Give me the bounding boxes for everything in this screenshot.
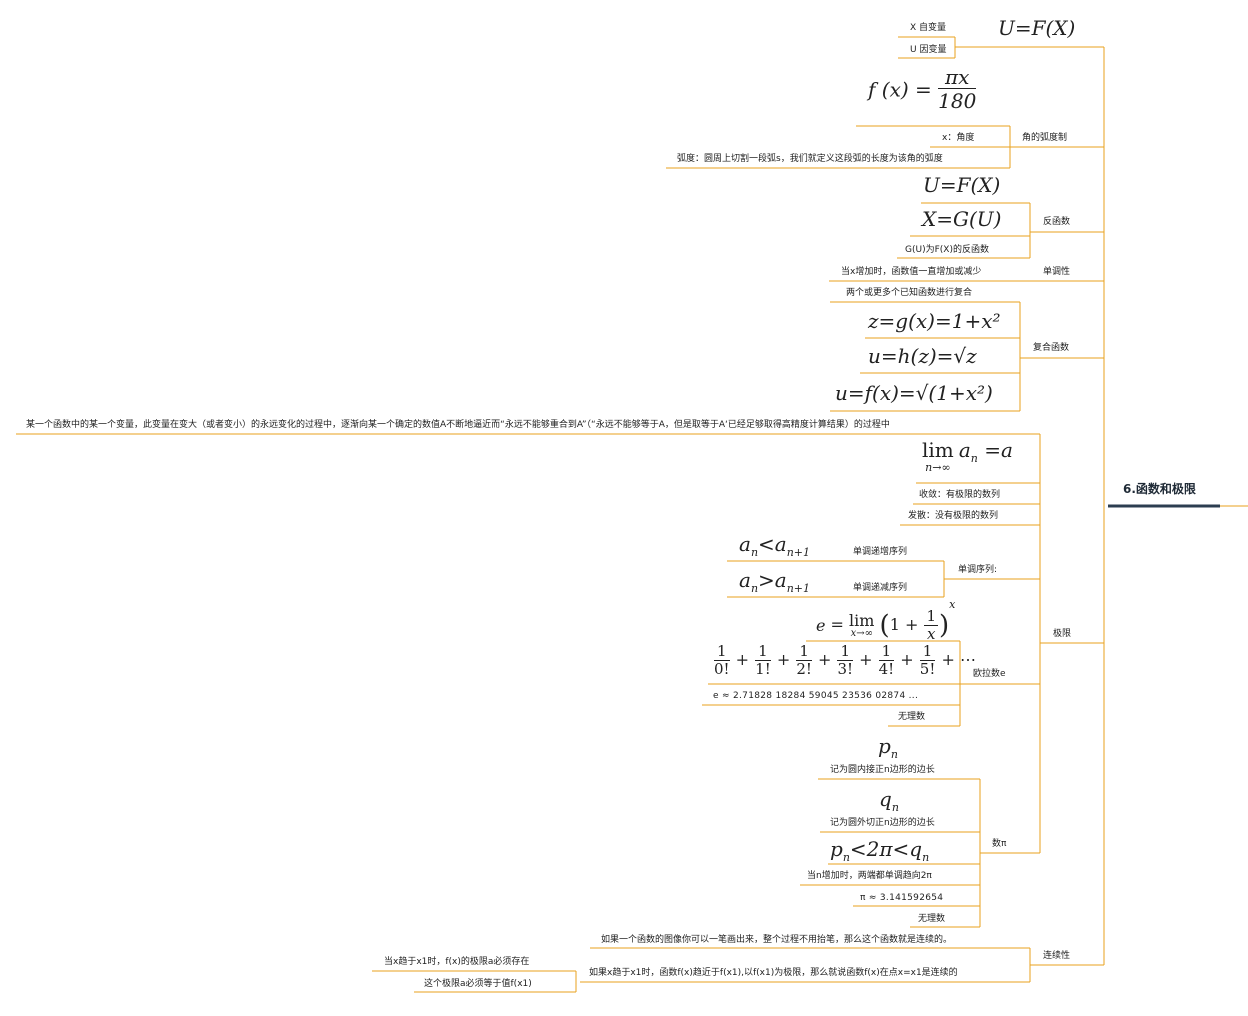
increasing-seq-label[interactable]: 单调递增序列 — [853, 547, 908, 557]
inverse-note[interactable]: G(U)为F(X)的反函数 — [905, 245, 989, 255]
limit-label[interactable]: 极限 — [1053, 629, 1072, 639]
pi-inequality: pn<2π<qn — [830, 837, 930, 864]
pi-pn: pn — [878, 734, 898, 761]
composite-formula-2: u=h(z)=√z — [868, 344, 977, 368]
pi-qn-note[interactable]: 记为圆外切正n边形的边长 — [830, 818, 935, 828]
composite-formula-1: z=g(x)=1+x² — [868, 309, 1001, 333]
composite-note[interactable]: 两个或更多个已知函数进行复合 — [846, 288, 973, 298]
decreasing-seq-label[interactable]: 单调递减序列 — [853, 583, 908, 593]
convergent-note[interactable]: 收敛：有极限的数列 — [919, 490, 1001, 500]
radian-x-note[interactable]: x：角度 — [942, 133, 975, 143]
continuity-label[interactable]: 连续性 — [1043, 951, 1071, 961]
root-topic[interactable]: 6.函数和极限 — [1123, 482, 1196, 496]
euler-value[interactable]: e ≈ 2.71828 18284 59045 23536 02874 ... — [713, 691, 919, 701]
monotone-seq-label[interactable]: 单调序列: — [958, 565, 998, 575]
inverse-formula-1: U=F(X) — [923, 173, 1001, 197]
u-variable-label[interactable]: U 因变量 — [910, 45, 947, 55]
radian-arc-note[interactable]: 弧度：圆周上切割一段弧s，我们就定义这段弧的长度为该角的弧度 — [677, 154, 943, 164]
radian-formula-lhs: f (x) = — [868, 77, 932, 102]
pi-label[interactable]: 数π — [992, 839, 1007, 849]
limit-formula: lim n→∞ an =a — [922, 438, 1013, 474]
continuity-cond-1[interactable]: 当x趋于x1时，f(x)的极限a必须存在 — [384, 957, 530, 967]
continuity-cond-2[interactable]: 这个极限a必须等于值f(x1) — [424, 979, 532, 989]
pi-irrational[interactable]: 无理数 — [918, 914, 946, 924]
euler-label[interactable]: 欧拉数e — [973, 669, 1006, 679]
inverse-label[interactable]: 反函数 — [1043, 217, 1071, 227]
composite-label[interactable]: 复合函数 — [1033, 343, 1070, 353]
increasing-seq-formula: an<an+1 — [739, 532, 811, 559]
continuity-note-1[interactable]: 如果一个函数的图像你可以一笔画出来，整个过程不用抬笔，那么这个函数就是连续的。 — [601, 935, 953, 945]
x-variable-label[interactable]: X 自变量 — [910, 23, 947, 33]
pi-value[interactable]: π ≈ 3.141592654 — [860, 893, 944, 903]
radian-label[interactable]: 角的弧度制 — [1022, 133, 1068, 143]
mapping-formula: U=F(X) — [998, 16, 1076, 40]
radian-denominator: 180 — [938, 89, 977, 113]
radian-numerator: πx — [938, 66, 977, 89]
composite-formula-3: u=f(x)=√(1+x²) — [835, 381, 993, 405]
decreasing-seq-formula: an>an+1 — [739, 568, 811, 595]
pi-pn-note[interactable]: 记为圆内接正n边形的边长 — [830, 765, 935, 775]
limit-definition[interactable]: 某一个函数中的某一个变量，此变量在变大（或者变小）的永远变化的过程中，逐渐向某一… — [26, 420, 890, 430]
euler-irrational[interactable]: 无理数 — [898, 712, 926, 722]
continuity-note-2[interactable]: 如果x趋于x1时，函数f(x)趋近于f(x1),以f(x1)为极限，那么就说函数… — [589, 968, 958, 978]
radian-fraction: πx 180 — [938, 66, 977, 113]
monotonic-note[interactable]: 当x增加时，函数值一直增加或减少 — [841, 267, 982, 277]
inverse-formula-2: X=G(U) — [922, 207, 1002, 231]
pi-converge-note[interactable]: 当n增加时，两端都单调趋向2π — [807, 871, 932, 881]
pi-qn: qn — [879, 787, 899, 814]
divergent-note[interactable]: 发散：没有极限的数列 — [908, 511, 999, 521]
monotonic-label[interactable]: 单调性 — [1043, 267, 1071, 277]
radian-formula: f (x) = πx 180 — [868, 66, 977, 113]
